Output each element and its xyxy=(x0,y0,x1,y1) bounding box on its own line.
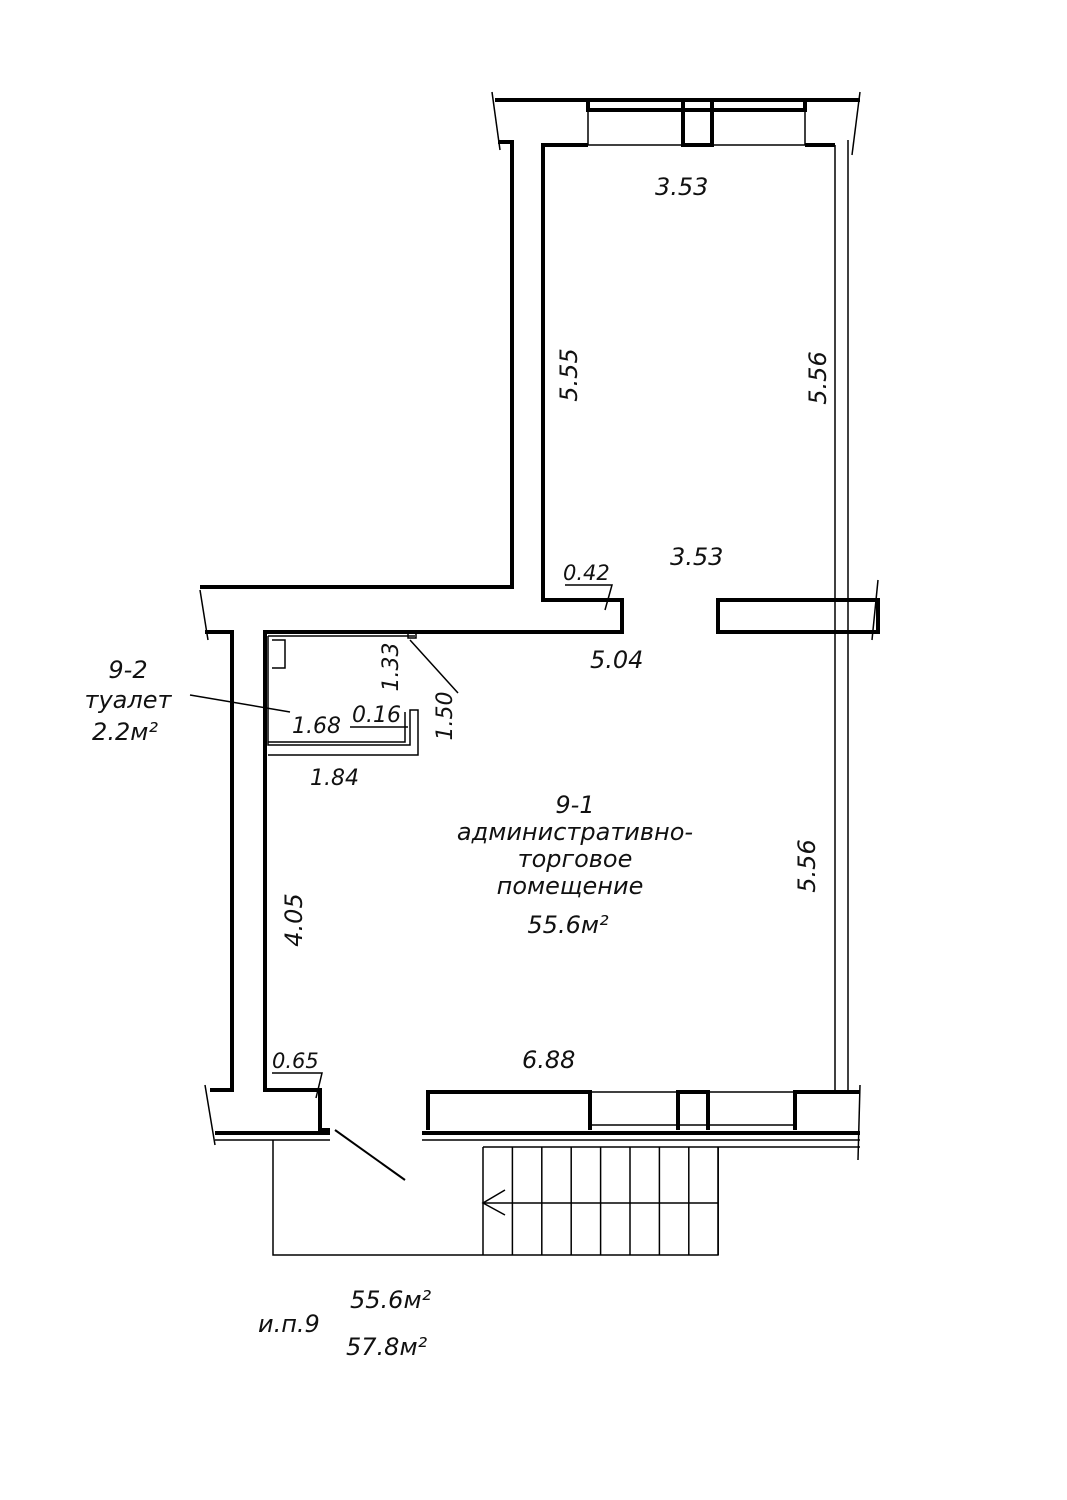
summary-area-total: 57.8м² xyxy=(346,1333,428,1361)
room-9-2-id: 9-2 xyxy=(108,656,147,684)
room-9-1-name-2: торговое xyxy=(518,845,633,873)
toilet xyxy=(189,632,459,756)
room-9-2-area: 2.2м² xyxy=(92,718,158,746)
dim-toilet-133: 1.33 xyxy=(379,643,404,692)
entrance xyxy=(272,1129,719,1256)
room-9-1-id: 9-1 xyxy=(555,791,594,819)
dim-upper-bottom: 3.53 xyxy=(670,543,723,571)
dim-stub: 0.42 xyxy=(563,561,610,585)
dim-main-bottom: 6.88 xyxy=(522,1046,575,1074)
dim-main-left: 4.05 xyxy=(280,893,308,946)
dim-toilet-150: 1.50 xyxy=(433,692,458,741)
walls xyxy=(199,91,880,1161)
dim-upper-top: 3.53 xyxy=(655,173,708,201)
dim-toilet-168: 1.68 xyxy=(292,714,341,739)
stairs xyxy=(482,1147,719,1255)
labels: 3.53 5.55 5.56 3.53 0.42 5.04 1.33 1.50 … xyxy=(85,173,832,1361)
room-9-1-name-3: помещение xyxy=(497,872,644,900)
dim-door: 0.65 xyxy=(272,1049,319,1073)
room-9-2-name: туалет xyxy=(85,686,173,714)
room-9-1-area: 55.6м² xyxy=(527,911,609,939)
summary-label: и.п.9 xyxy=(258,1310,320,1338)
room-9-1-name-1: административно- xyxy=(457,818,693,846)
dim-main-right: 5.56 xyxy=(793,839,821,892)
dim-mid: 5.04 xyxy=(590,646,643,674)
summary-area-main: 55.6м² xyxy=(350,1286,432,1314)
dim-upper-left: 5.55 xyxy=(555,348,583,401)
leaders xyxy=(272,584,613,1099)
dim-upper-right: 5.56 xyxy=(804,351,832,404)
dim-toilet-016: 0.16 xyxy=(352,703,401,728)
dim-toilet-184: 1.84 xyxy=(310,766,359,791)
